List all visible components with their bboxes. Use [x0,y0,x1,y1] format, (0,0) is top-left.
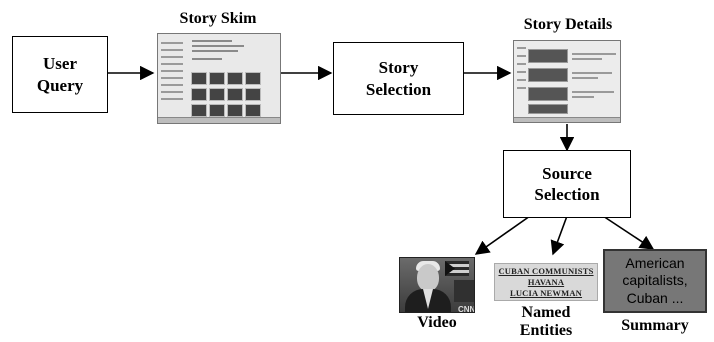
source-selection-box: Source Selection [503,150,631,218]
video-label: Video [417,314,457,331]
video-thumbnail: CNN [399,257,475,313]
summary-label: Summary [621,317,689,334]
flag-icon [445,261,469,276]
arrow-source-to-summary [602,215,655,250]
arrow-source-to-entities [550,215,568,256]
story-selection-box: Story Selection [333,42,464,115]
story-skim-thumbnail [157,33,281,124]
entity-item: LUCIA NEWMAN [509,288,583,298]
summary-thumbnail: American capitalists, Cuban ... [603,249,707,313]
arrow-source-to-video [474,215,531,255]
user-query-box: User Query [12,36,108,113]
network-logo: CNN [458,305,475,313]
skim-sidebar [161,42,183,112]
skim-story-grid [191,72,263,117]
entity-item: CUBAN COMMUNISTS [498,266,594,276]
story-details-thumbnail [513,40,621,123]
skim-taskbar [158,117,280,123]
entity-item: HAVANA [527,277,565,287]
story-skim-label: Story Skim [179,10,257,27]
story-details-label: Story Details [523,16,613,33]
named-entities-thumbnail: CUBAN COMMUNISTS HAVANA LUCIA NEWMAN [494,263,598,301]
named-entities-label: Named Entities [519,304,573,340]
